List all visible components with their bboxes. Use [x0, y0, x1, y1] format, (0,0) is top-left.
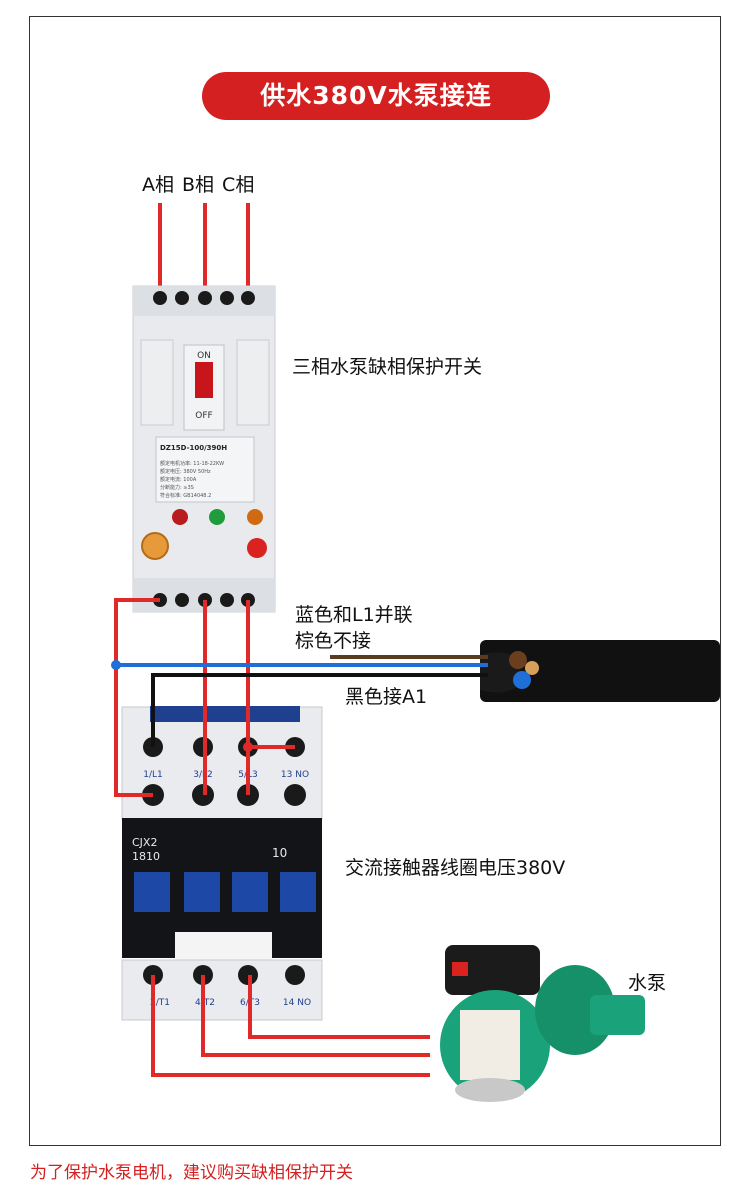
- brown-wire-note: 棕色不接: [295, 630, 372, 652]
- phase-labels: A相 B相 C相: [142, 170, 254, 197]
- indicator-green-light: [209, 509, 225, 525]
- breaker-label: 三相水泵缺相保护开关: [292, 356, 483, 378]
- switch-off-label: OFF: [195, 411, 212, 421]
- terminal-13-no: 13 NO: [281, 770, 309, 780]
- phase-protection-switch: ON OFF DZ15D-100/390H 额定电机功率: 11-18-22KW…: [132, 285, 276, 613]
- phase-b-label: B相: [182, 174, 215, 196]
- blue-wire-note: 蓝色和L1并联: [295, 604, 413, 626]
- wires: [111, 598, 488, 1077]
- breaker-model: DZ15D-100/390H: [160, 444, 227, 452]
- diagram-frame: [29, 16, 721, 1146]
- water-pump: [440, 945, 645, 1102]
- contactor-label: 交流接触器线圈电压380V: [345, 857, 566, 879]
- indicator-orange-light: [247, 509, 263, 525]
- breaker-spec-5: 符合标准: GB14048.2: [160, 492, 211, 499]
- contactor-model-line2: 1810: [132, 850, 160, 863]
- power-cable: [480, 640, 720, 702]
- breaker-spec-3: 额定电流: 100A: [160, 476, 197, 483]
- test-button: [247, 538, 267, 558]
- breaker-spec-2: 额定电压: 380V 50Hz: [160, 468, 211, 475]
- pump-label: 水泵: [628, 972, 667, 994]
- terminal-2-t1: 2/T1: [150, 998, 170, 1008]
- switch-on-label: ON: [197, 351, 211, 361]
- diagram-title: 供水380V水泵接连: [202, 72, 550, 120]
- terminal-1-l1: 1/L1: [143, 770, 163, 780]
- breaker-spec-4: 分断能力: ≥3S: [160, 484, 194, 491]
- black-wire-note: 黑色接A1: [345, 686, 428, 708]
- footer-note: 为了保护水泵电机，建议购买缺相保护开关: [30, 1163, 353, 1183]
- contactor-model-line1: CJX2: [132, 836, 157, 849]
- phase-a-label: A相: [142, 174, 174, 196]
- adjust-knob: [141, 532, 169, 560]
- breaker-spec-1: 额定电机功率: 11-18-22KW: [160, 460, 224, 467]
- contactor-code: 10: [272, 846, 287, 860]
- phase-c-label: C相: [222, 174, 255, 196]
- indicator-red-light: [172, 509, 188, 525]
- terminal-14-no: 14 NO: [283, 998, 311, 1008]
- incoming-phase-wires: [158, 203, 250, 298]
- ac-contactor: 1/L1 3/L2 5/L3 13 NO CJX2 1810 10 2/T1 4…: [121, 706, 323, 1021]
